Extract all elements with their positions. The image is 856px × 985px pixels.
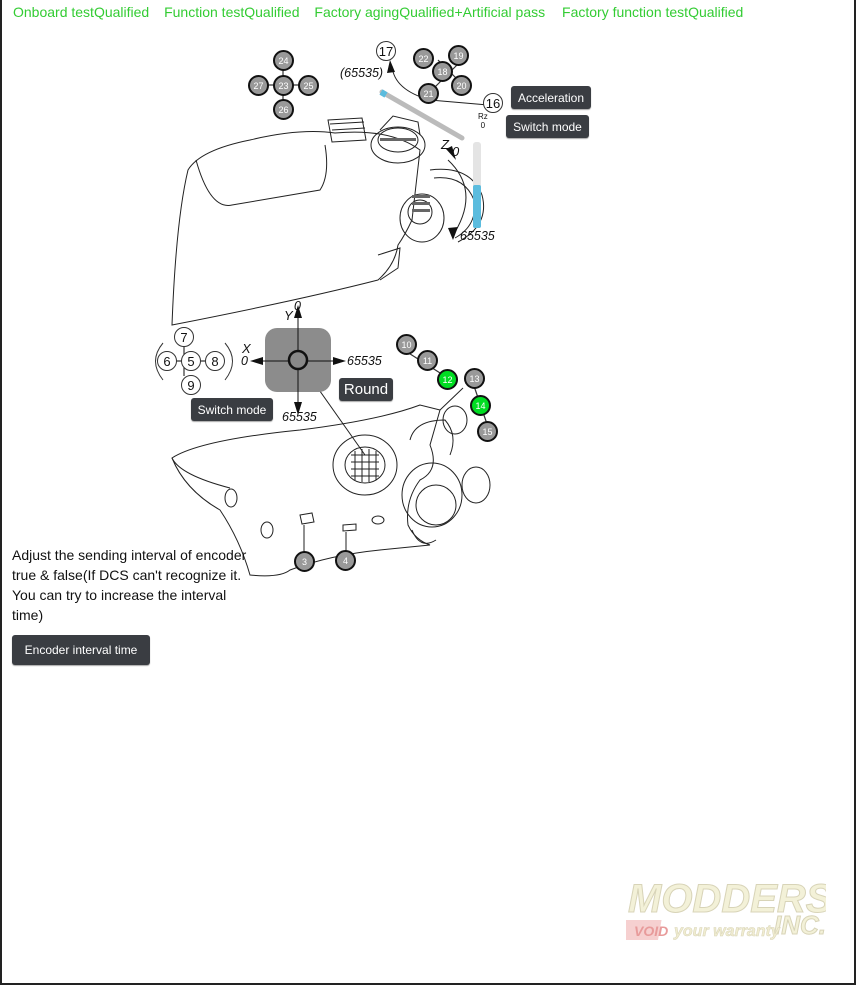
button-6: 6 [157,351,177,371]
z-axis-label: Z [441,137,449,152]
button-15: 15 [477,421,498,442]
button-14: 14 [470,395,491,416]
button-5: 5 [181,351,201,371]
switch-mode-left-button[interactable]: Switch mode [191,398,273,421]
modders-inc-watermark: MODDERS INC. VOID your warranty [626,877,826,941]
button-17: 17 [376,41,396,61]
button-21: 21 [418,83,439,104]
x-axis-label: X [242,341,251,356]
z-zero-label: 0 [452,144,460,159]
y-zero-label: 0 [294,299,301,313]
button-18: 18 [432,61,453,82]
function-test-status: Function testQualified [164,4,300,20]
button-26: 26 [273,99,294,120]
button-25: 25 [298,75,319,96]
button-13: 13 [464,368,485,389]
accel-max-label: (65535) [340,66,384,80]
button-8: 8 [205,351,225,371]
button-4: 4 [335,550,356,571]
button-19: 19 [448,45,469,66]
button-16: 16 [483,93,503,113]
button-22: 22 [413,48,434,69]
onboard-test-status: Onboard testQualified [13,4,150,20]
y-axis-label: Y [284,308,293,323]
test-status-bar: Onboard testQualified Function testQuali… [13,4,754,20]
button-9: 9 [181,375,201,395]
acceleration-button[interactable]: Acceleration [511,86,591,109]
factory-aging-status: Factory agingQualified+Artificial pass [314,4,546,20]
xy-stick-position [287,349,309,371]
button-27: 27 [248,75,269,96]
x-max-label: 65535 [347,354,382,368]
watermark-tagline: your warranty [673,923,781,940]
button-24: 24 [273,50,294,71]
watermark-void: VOID [634,923,668,939]
button-11: 11 [417,350,438,371]
round-button[interactable]: Round [339,378,393,401]
factory-function-status: Factory function testQualified [562,4,744,20]
watermark-line2: INC. [774,910,826,940]
switch-mode-top-button[interactable]: Switch mode [506,115,589,138]
button-3: 3 [294,551,315,572]
button-20: 20 [451,75,472,96]
button-10: 10 [396,334,417,355]
encoder-interval-time-button[interactable]: Encoder interval time [12,635,150,665]
watermark-line1: MODDERS [628,877,826,921]
z-max-label: 65535 [460,229,495,243]
button-7: 7 [174,327,194,347]
button-23: 23 [273,75,294,96]
y-max-label: 65535 [282,410,317,424]
z-axis-fill [473,185,481,228]
encoder-interval-description: Adjust the sending interval of encoder t… [12,547,247,623]
button-12: 12 [437,369,458,390]
x-zero-label: 0 [241,354,248,368]
